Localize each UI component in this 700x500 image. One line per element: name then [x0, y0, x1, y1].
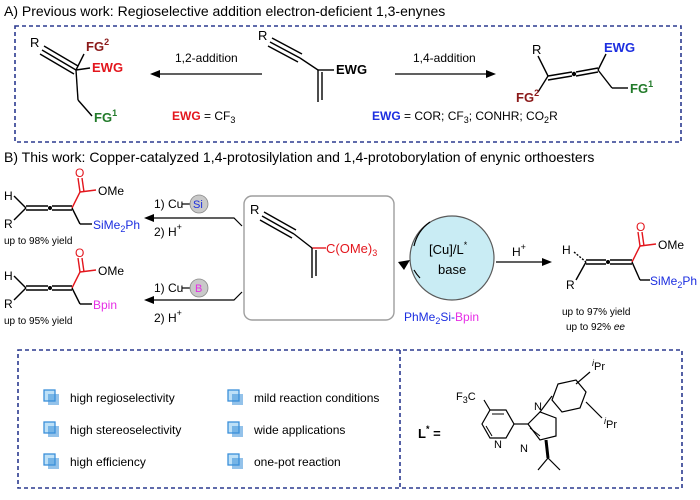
- left-product-r: R: [30, 35, 39, 50]
- arrow-b-line: [148, 291, 243, 301]
- feature-checkbox-3: [43, 453, 59, 469]
- section-a-substrate-r: R: [258, 28, 267, 43]
- arrow-si-line: [148, 217, 243, 227]
- feature-5: wide applications: [253, 423, 345, 437]
- proton-label: H+: [512, 242, 526, 259]
- right-yield: up to 97% yield: [562, 307, 630, 318]
- section-a-frame: [14, 25, 682, 143]
- ligand-n2: N: [534, 401, 542, 413]
- bottom-left-product-ome: OMe: [98, 264, 124, 278]
- bottom-left-product-r: R: [4, 297, 13, 311]
- right-product-r: R: [532, 42, 541, 57]
- ligand-label: L* =: [418, 424, 441, 441]
- top-left-product-o: O: [75, 166, 84, 180]
- left-product-fg1: FG1: [94, 108, 117, 125]
- ewg-def-left: EWG = CF3: [172, 109, 235, 125]
- feature-4: mild reaction conditions: [254, 391, 379, 405]
- right-ee: up to 92% ee: [566, 322, 625, 333]
- arrow-12-label: 1,2-addition: [175, 51, 238, 65]
- arrow-14-head: [486, 70, 496, 78]
- ligand-n3: N: [520, 443, 528, 455]
- top-left-product-h: H: [4, 189, 13, 203]
- ligand-ipr-top: iPr: [592, 358, 605, 373]
- right-product-ewg: EWG: [604, 40, 635, 55]
- enynic-orthoester: [259, 211, 326, 278]
- right-product-o: O: [636, 220, 645, 234]
- ligand-structure: [481, 371, 603, 471]
- ligand-ipr-bottom: iPr: [604, 416, 617, 431]
- right-product-h: H: [562, 243, 571, 257]
- section-a-substrate-ewg: EWG: [336, 62, 367, 77]
- bottom-left-product-o: O: [75, 246, 84, 260]
- substrate-orthoester: C(OMe)3: [326, 241, 377, 258]
- arrow-b-head: [144, 296, 154, 304]
- section-b-heading: B) This work: Copper-catalyzed 1,4-proto…: [4, 149, 594, 165]
- catalyst-cycle-arrow-top: [413, 221, 431, 247]
- top-left-product-r: R: [4, 217, 13, 231]
- top-left-product: [13, 177, 97, 225]
- arrow-si-step2: 2) H+: [154, 222, 182, 239]
- ligand-cf3: F3C: [456, 391, 476, 405]
- feature-checkbox-1: [43, 389, 59, 405]
- left-product-ewg: EWG: [92, 60, 123, 75]
- reagent-label: PhMe2Si-Bpin: [404, 310, 479, 326]
- bottom-left-product-bpin: Bpin: [93, 298, 117, 312]
- bottom-left-yield: up to 95% yield: [4, 316, 72, 327]
- arrow-b-step1: 1) Cu: [154, 281, 183, 295]
- left-product-fg2: FG2: [86, 37, 109, 54]
- ligand-n1: N: [494, 439, 502, 451]
- left-product-12: [39, 45, 93, 117]
- catalyst-cycle-arrowhead: [398, 260, 410, 270]
- top-left-product-ome: OMe: [98, 184, 124, 198]
- substrate-r: R: [250, 202, 259, 217]
- right-product-allene: [573, 231, 657, 281]
- right-product-fg1: FG1: [630, 79, 653, 96]
- si-badge-label: Si: [193, 199, 203, 211]
- right-product-silyl: SiMe2Ph: [650, 274, 697, 290]
- arrow-b-step2: 2) H+: [154, 308, 182, 325]
- bottom-left-product-h: H: [4, 269, 13, 283]
- right-product-fg2: FG2: [516, 88, 539, 105]
- features-frame: [17, 349, 683, 489]
- feature-checkbox-2: [43, 421, 59, 437]
- ewg-def-right: EWG = COR; CF3; CONHR; CO2R: [372, 109, 558, 125]
- feature-6: one-pot reaction: [254, 455, 341, 469]
- feature-checkbox-4: [227, 389, 243, 405]
- feature-1: high regioselectivity: [70, 391, 175, 405]
- b-badge-label: B: [195, 283, 202, 295]
- arrow-si-head: [144, 214, 154, 222]
- arrow-si-step1: 1) Cu: [154, 197, 183, 211]
- feature-2: high stereoselectivity: [70, 423, 181, 437]
- section-a-heading: A) Previous work: Regioselective additio…: [4, 3, 445, 19]
- right-product-14: [537, 53, 628, 93]
- substrate-box: [243, 195, 395, 321]
- right-product-ome: OMe: [658, 238, 684, 252]
- section-a-substrate: [267, 37, 334, 102]
- top-left-product-silyl: SiMe2Ph: [93, 218, 140, 234]
- top-left-yield: up to 98% yield: [4, 236, 72, 247]
- right-product-r: R: [566, 278, 575, 292]
- bottom-left-product: [13, 257, 97, 305]
- b-badge: [189, 278, 209, 298]
- feature-3: high efficiency: [70, 455, 146, 469]
- arrow-12-head: [150, 70, 160, 78]
- catalyst-line1: [Cu]/L*: [429, 240, 468, 257]
- arrow-14-label: 1,4-addition: [413, 51, 476, 65]
- catalyst-line2: base: [438, 262, 466, 277]
- catalyst-cycle-arrow-bottom: [413, 269, 421, 279]
- catalyst-circle: [409, 215, 495, 301]
- si-badge: [189, 194, 209, 214]
- feature-checkbox-5: [227, 421, 243, 437]
- feature-checkbox-6: [227, 453, 243, 469]
- arrow-main-head: [542, 258, 552, 266]
